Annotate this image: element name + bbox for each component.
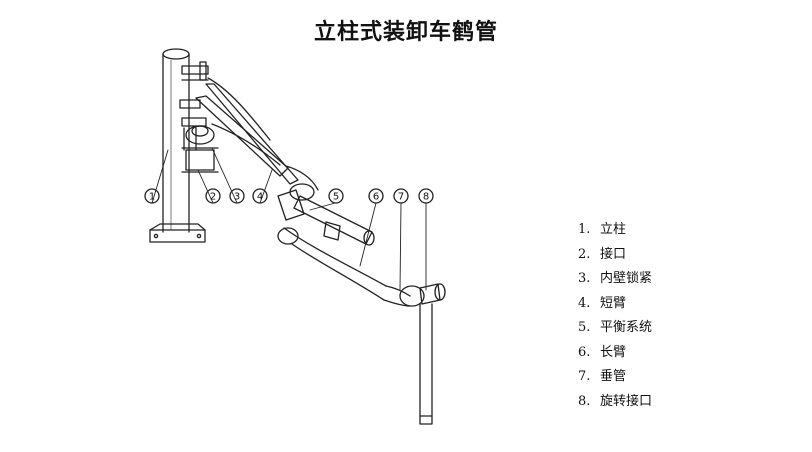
svg-text:1: 1 [149,192,155,203]
svg-text:7: 7 [398,192,404,203]
legend-number: 8. [578,393,591,409]
legend-item: 2. 接口 [578,243,652,268]
callout-6: 6 [368,188,384,204]
legend-item: 7. 垂管 [578,365,652,390]
svg-text:3: 3 [234,192,240,203]
callout-5: 5 [328,188,344,204]
legend-label: 平衡系统 [600,320,653,335]
legend-label: 旋转接口 [600,393,653,409]
legend-label: 垂管 [600,369,627,384]
legend-number: 1. [578,222,591,237]
callout-8: 8 [418,188,434,204]
legend-item: 8. 旋转接口 [578,390,652,415]
svg-text:6: 6 [373,192,379,203]
legend-item: 5. 平衡系统 [578,316,652,341]
callout-1: 1 [144,188,160,204]
legend-item: 6. 长臂 [578,341,652,366]
legend-label: 内壁锁紧 [600,271,653,286]
legend-item: 3. 内壁锁紧 [578,267,652,292]
legend-number: 5. [578,320,591,335]
column [149,48,206,243]
legend-number: 2. [578,246,591,262]
callout-2: 2 [205,188,221,204]
balance-system [277,189,375,246]
long-arm [277,227,411,307]
svg-text:2: 2 [210,192,216,203]
legend-label: 接口 [600,246,627,262]
diagram-title: 立柱式装卸车鹤管 [313,19,498,45]
leader-lines [151,147,427,291]
legend-label: 立柱 [600,222,627,237]
legend-number: 3. [578,271,591,286]
legend-label: 短臂 [600,295,627,311]
callout-3: 3 [229,188,245,204]
column-brackets [179,61,209,151]
legend-item: 1. 立柱 [578,218,652,243]
legend-number: 7. [578,369,591,384]
swivel-interface [399,283,446,307]
callout-4: 4 [252,188,268,204]
vertical-pipe [419,303,433,425]
legend-number: 4. [578,295,591,311]
parts-legend: 1. 立柱 2. 接口 3. 内壁锁紧 4. 短臂 5. 平衡系统 6. 长臂 7. 垂管 8… [578,218,652,414]
svg-text:5: 5 [333,192,339,203]
legend-label: 长臂 [600,344,627,360]
legend-number: 6. [578,344,591,360]
callout-7: 7 [393,188,409,204]
svg-text:4: 4 [257,192,263,203]
legend-item: 4. 短臂 [578,292,652,317]
svg-text:8: 8 [423,192,429,203]
short-arm [195,77,319,201]
